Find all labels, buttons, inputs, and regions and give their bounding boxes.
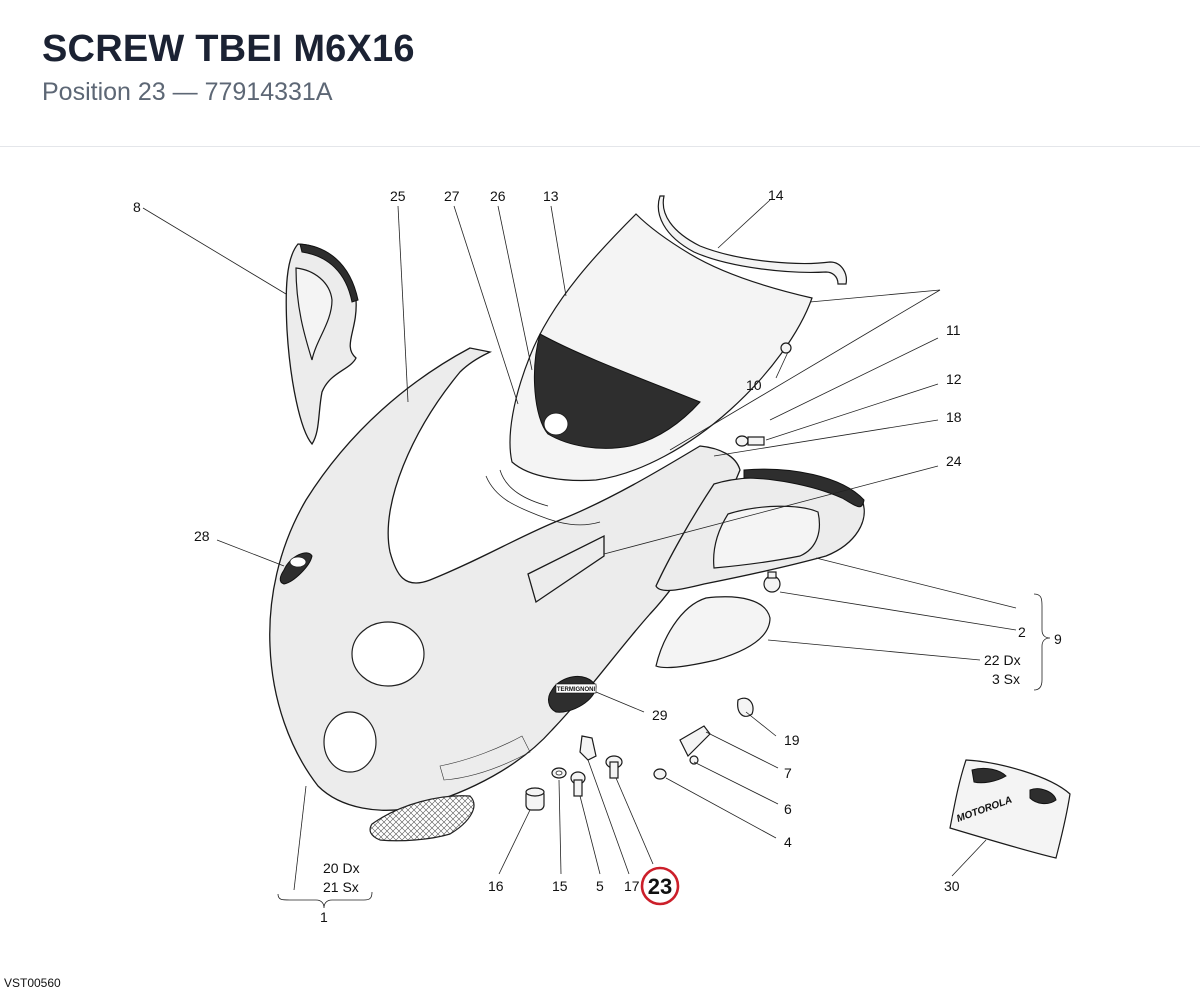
callouts: 8 25 27 26 13 14 10 11 12 18 24 28 2 9 2… xyxy=(133,187,1062,925)
callout-14: 14 xyxy=(768,187,784,203)
part-20-vent-grille xyxy=(369,795,475,842)
termignoni-text: TERMIGNONI xyxy=(557,687,596,693)
callout-3: 3 Sx xyxy=(992,671,1020,687)
callout-17: 17 xyxy=(624,878,640,894)
part-8-mirror-cover xyxy=(285,243,359,446)
callout-20: 20 Dx xyxy=(323,860,360,876)
callout-4: 4 xyxy=(784,834,792,850)
callout-19: 19 xyxy=(784,732,800,748)
part-16-grommet xyxy=(525,787,545,811)
callout-15: 15 xyxy=(552,878,568,894)
part-10-screw xyxy=(780,342,792,354)
part-26-wire xyxy=(485,469,601,526)
callout-12: 12 xyxy=(946,371,962,387)
part-subtitle: Position 23 — 77914331A xyxy=(42,78,333,106)
callout-25: 25 xyxy=(390,188,406,204)
highlight-ring[interactable] xyxy=(640,866,680,906)
diagram-code: VST00560 xyxy=(4,976,61,990)
callout-10: 10 xyxy=(746,377,762,393)
callout-9: 9 xyxy=(1054,631,1062,647)
part-29-termignoni-sticker: TERMIGNONI xyxy=(548,676,597,713)
part-24-mirror xyxy=(655,468,865,592)
part-22-indicator-lens xyxy=(655,596,771,669)
callout-5: 5 xyxy=(596,878,604,894)
callout-6: 6 xyxy=(784,801,792,817)
callout-28: 28 xyxy=(194,528,210,544)
part-2-bulb xyxy=(763,571,781,593)
callout-30: 30 xyxy=(944,878,960,894)
part-6-7-clip xyxy=(679,725,711,765)
part-14-windscreen-trim xyxy=(657,195,847,285)
callout-24: 24 xyxy=(946,453,962,469)
callout-27: 27 xyxy=(444,188,460,204)
callout-1: 1 xyxy=(320,909,328,925)
callout-23-highlighted[interactable]: 23 xyxy=(648,874,672,899)
callout-21: 21 Sx xyxy=(323,879,359,895)
part-28-badge xyxy=(279,552,313,585)
callout-22: 22 Dx xyxy=(984,652,1021,668)
part-30-motorola-sticker: MOTOROLA xyxy=(949,759,1071,859)
part-23-screw-tbei-m6x16 xyxy=(605,755,623,779)
callout-8: 8 xyxy=(133,199,141,215)
part-13-windscreen xyxy=(509,213,813,482)
part-4-screw xyxy=(653,768,667,780)
part-17-bracket xyxy=(579,735,597,761)
callout-18: 18 xyxy=(946,409,962,425)
part-12-screw xyxy=(735,435,765,447)
callout-26: 26 xyxy=(490,188,506,204)
part-15-washer xyxy=(551,767,567,779)
callout-16: 16 xyxy=(488,878,504,894)
part-19-clip xyxy=(737,697,754,717)
part-5-screw xyxy=(570,771,586,797)
callout-11: 11 xyxy=(946,322,961,338)
callout-29: 29 xyxy=(652,707,668,723)
leader-lines xyxy=(142,199,1051,909)
header: SCREW TBEI M6X16 Position 23 — 77914331A xyxy=(0,0,1200,147)
callout-7: 7 xyxy=(784,765,792,781)
callout-2: 2 xyxy=(1018,624,1026,640)
callout-13: 13 xyxy=(543,188,559,204)
part-title: SCREW TBEI M6X16 xyxy=(42,28,415,70)
part-upper-fairing xyxy=(269,347,741,811)
